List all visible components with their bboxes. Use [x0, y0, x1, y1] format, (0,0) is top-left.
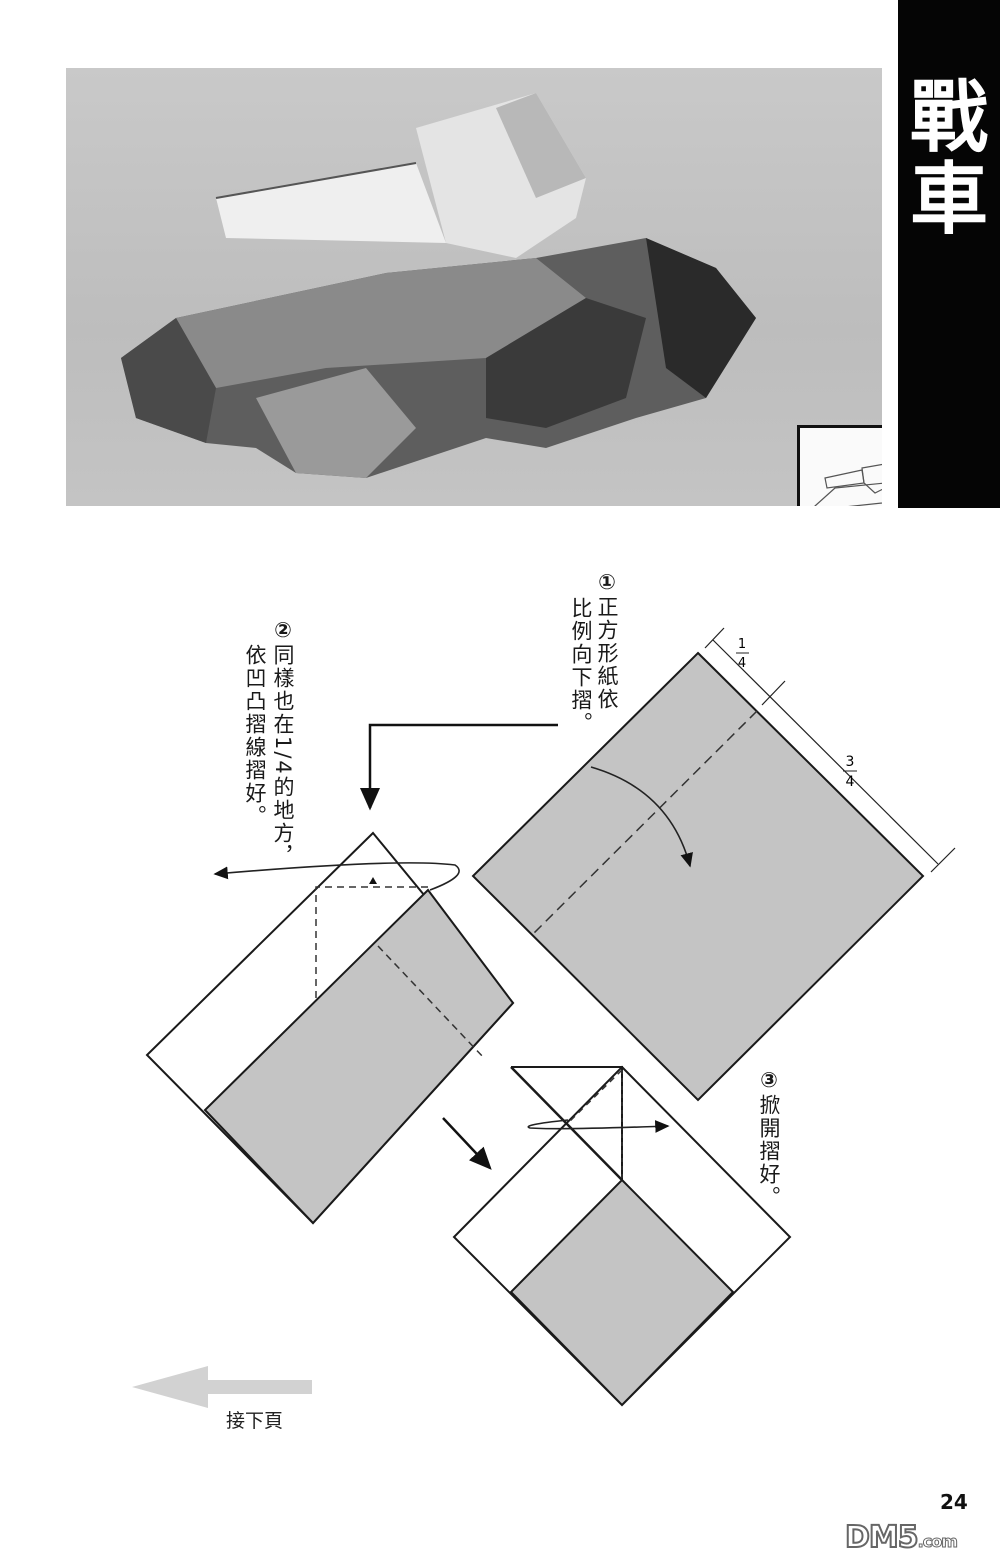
next-page-arrow-icon [132, 1366, 312, 1408]
tank-photo [66, 68, 882, 506]
watermark-logo: DM5.com [844, 1519, 958, 1556]
step-1-square: 1 4 3 4 [471, 627, 956, 1102]
title-char-1: 戰 [909, 73, 988, 163]
page-number: 24 [940, 1490, 968, 1514]
next-page-label: 接下頁 [226, 1410, 284, 1432]
title-bar: 戰 車 [898, 0, 1000, 508]
origami-tank-illustration [121, 93, 756, 478]
step-3-line-1: ③掀開摺好。 [757, 1068, 781, 1209]
step-3-number: ③ [757, 1068, 781, 1094]
step-1-line-2: 比例向下摺。 [569, 597, 593, 735]
svg-text:1: 1 [738, 637, 746, 652]
step-2-line-1: ②同樣也在1/4的地方， [271, 618, 295, 868]
svg-text:3: 3 [846, 754, 855, 770]
step-1-to-2-arrow [360, 723, 558, 811]
title-char-2: 車 [909, 155, 988, 245]
step-3-shape [452, 1065, 792, 1407]
svg-text:4: 4 [738, 656, 746, 671]
step-2-number: ② [271, 618, 295, 644]
step-2-shape [145, 831, 515, 1225]
step-1-line-1: ①正方形紙依 [595, 570, 619, 711]
svg-text:4: 4 [846, 774, 855, 790]
step-1-number: ① [595, 570, 619, 596]
step-2-line-2: 依凹凸摺線摺好。 [243, 644, 267, 828]
tank-line-drawing-icon [814, 463, 882, 506]
step-2-to-3-arrow [442, 1117, 492, 1170]
tank-icon-inset [797, 425, 882, 506]
